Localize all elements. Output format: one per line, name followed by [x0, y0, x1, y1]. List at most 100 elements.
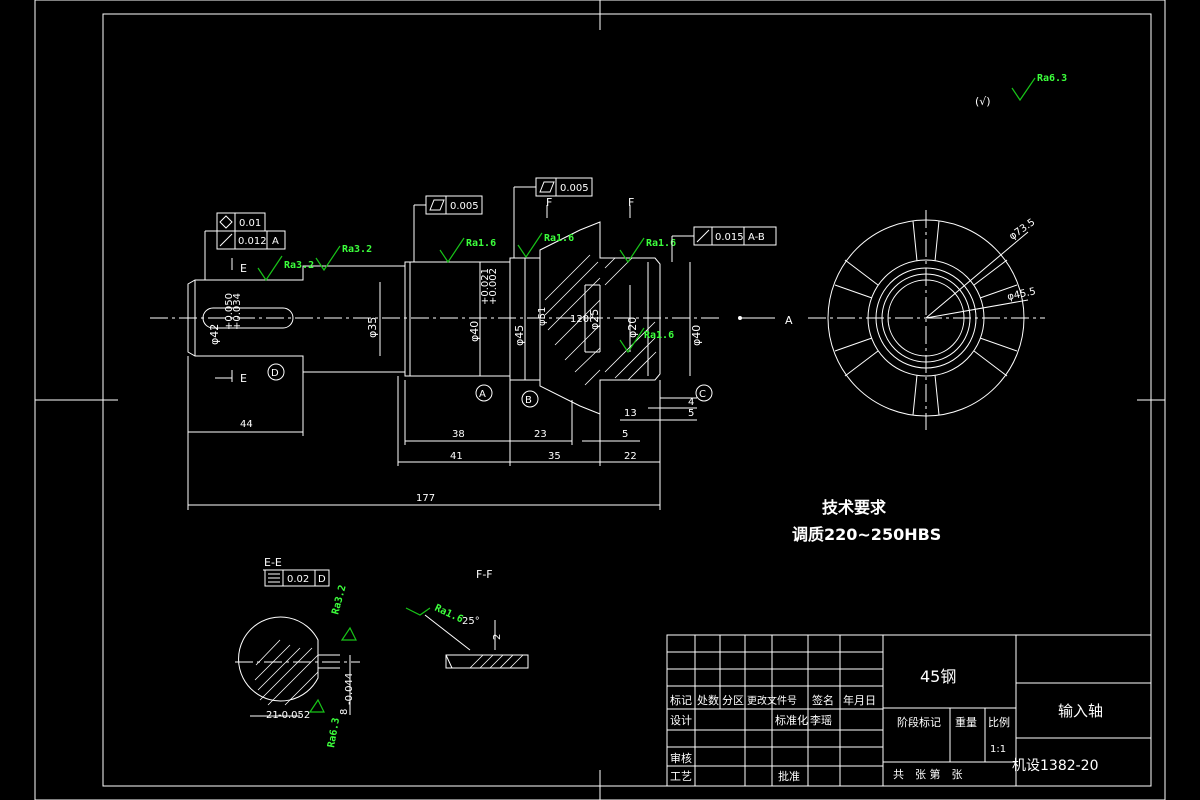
- dim-phi40: φ40: [468, 321, 481, 342]
- dim-22: 22: [624, 451, 637, 462]
- section-mark-e-bottom: E: [240, 372, 247, 385]
- title-block: [666, 634, 1152, 787]
- dimension-lines: [187, 356, 697, 510]
- dim-phi20: φ20: [626, 317, 639, 338]
- tb-design: 设计: [670, 714, 692, 727]
- tb-process: 工艺: [670, 770, 692, 783]
- tech-req-title: 技术要求: [822, 498, 887, 517]
- dim-phi40-tol-up: +0.021: [480, 268, 491, 305]
- tolerance-frame-3: 0.005: [513, 177, 593, 258]
- dim-phi42-tol-lo: +0.034: [232, 293, 243, 330]
- dim-23: 23: [534, 429, 547, 440]
- svg-text:0.01: 0.01: [239, 218, 261, 229]
- roughness-ee2: Ra6.3: [326, 717, 342, 749]
- tb-sheets: 共 张 第 张: [893, 767, 963, 781]
- drawing-frame: [102, 13, 1152, 787]
- tolerance-frame-4: 0.015 A-B: [671, 226, 777, 262]
- tb-h-docno: 更改文件号: [747, 694, 797, 707]
- section-ee-title: E-E: [264, 556, 282, 569]
- dim-5b: 5: [688, 408, 694, 419]
- roughness-r3: Ra1.6: [466, 238, 496, 249]
- ee-depth: 8: [339, 709, 350, 715]
- svg-text:D: D: [318, 574, 326, 585]
- svg-text:0.005: 0.005: [450, 201, 479, 212]
- dim-41: 41: [450, 451, 463, 462]
- dim-phi40b: φ40: [690, 325, 703, 346]
- gear-end-view: [808, 210, 1045, 430]
- datum-c: C: [699, 389, 706, 400]
- dim-phi51: φ51: [537, 307, 548, 326]
- dim-38: 38: [452, 429, 465, 440]
- svg-text:0.02: 0.02: [287, 574, 309, 585]
- datum-a-icon: [475, 384, 493, 402]
- gear-section: [539, 221, 661, 415]
- tb-weight: 重量: [955, 715, 977, 729]
- ff-2: 2: [492, 634, 503, 640]
- svg-text:A: A: [272, 236, 279, 247]
- roughness-r5: Ra1.6: [646, 238, 676, 249]
- tb-scale-val: 1:1: [990, 744, 1006, 755]
- tb-h-date: 年月日: [843, 693, 876, 707]
- dim-circ1: φ73.5: [1007, 217, 1037, 243]
- section-ff-title: F-F: [476, 568, 493, 581]
- section-mark-f-right: F: [628, 196, 634, 209]
- keyway-slot: [202, 307, 294, 329]
- ee-width: 21: [266, 710, 279, 721]
- tb-approve: 批准: [778, 769, 800, 783]
- roughness-ff: Ra1.6: [433, 603, 465, 626]
- svg-text:A-B: A-B: [748, 232, 765, 243]
- view-label-a: A: [785, 314, 793, 327]
- svg-text:0.015: 0.015: [715, 232, 744, 243]
- datum-b-icon: [521, 390, 539, 408]
- dim-5a: 5: [622, 429, 628, 440]
- datum-c-icon: [695, 384, 713, 402]
- tolerance-frame-1: 0.01 0.012 A: [204, 212, 286, 280]
- roughness-icon: [1011, 77, 1036, 102]
- dim-circ2: φ45.5: [1006, 286, 1037, 303]
- tb-h-zone: 分区: [722, 694, 744, 707]
- dim-phi42: φ42: [208, 324, 221, 345]
- dim-angle-120: 120°: [570, 314, 594, 325]
- ee-depth-tol: -0.044: [344, 673, 355, 705]
- dim-4: 4: [688, 397, 694, 408]
- roughness-remainder-symbol: (√): [975, 95, 991, 108]
- tolerance-frame-2: 0.005: [413, 195, 483, 262]
- ff-angle: 25°: [462, 616, 480, 627]
- tb-material: 45钢: [920, 667, 956, 686]
- tech-req-text: 调质220~250HBS: [792, 525, 941, 544]
- tb-h-mark: 标记: [670, 693, 692, 707]
- roughness-r4: Ra1.6: [544, 233, 574, 244]
- ee-width-tol: -0.052: [278, 710, 310, 721]
- section-e-e: E-E 0.02 D: [235, 556, 360, 717]
- tb-part-name: 输入轴: [1058, 702, 1103, 720]
- dim-44: 44: [240, 419, 253, 430]
- shaft-main-view: [150, 221, 720, 415]
- datum-d-icon: [267, 363, 285, 381]
- section-mark-f-left: F: [546, 196, 552, 209]
- roughness-r2: Ra3.2: [342, 244, 372, 255]
- datum-a: A: [479, 389, 486, 400]
- dim-phi45: φ45: [513, 325, 526, 346]
- tb-review: 审核: [670, 751, 692, 765]
- tb-stage: 阶段标记: [897, 715, 941, 729]
- dim-13: 13: [624, 408, 637, 419]
- roughness-ee: Ra3.2: [330, 584, 348, 616]
- dim-177: 177: [416, 493, 435, 504]
- datum-d: D: [271, 368, 279, 379]
- roughness-top-right: Ra6.3: [1037, 73, 1067, 84]
- tb-drawing-no: 机设1382-20: [1012, 758, 1099, 774]
- svg-text:0.005: 0.005: [560, 183, 589, 194]
- tb-h-sign: 签名: [812, 693, 834, 707]
- datum-b: B: [525, 395, 532, 406]
- tb-h-count: 处数: [697, 694, 719, 707]
- section-f-f: F-F: [405, 568, 529, 669]
- tb-standard: 标准化: [775, 713, 808, 727]
- section-mark-e-top: E: [240, 262, 247, 275]
- dim-35: 35: [548, 451, 561, 462]
- dim-phi25: φ25: [588, 309, 601, 330]
- roughness-r1: Ra3.2: [284, 260, 314, 271]
- tb-standard-name: 李瑶: [810, 713, 832, 727]
- tb-scale: 比例: [988, 715, 1010, 729]
- dim-phi35: φ35: [366, 317, 379, 338]
